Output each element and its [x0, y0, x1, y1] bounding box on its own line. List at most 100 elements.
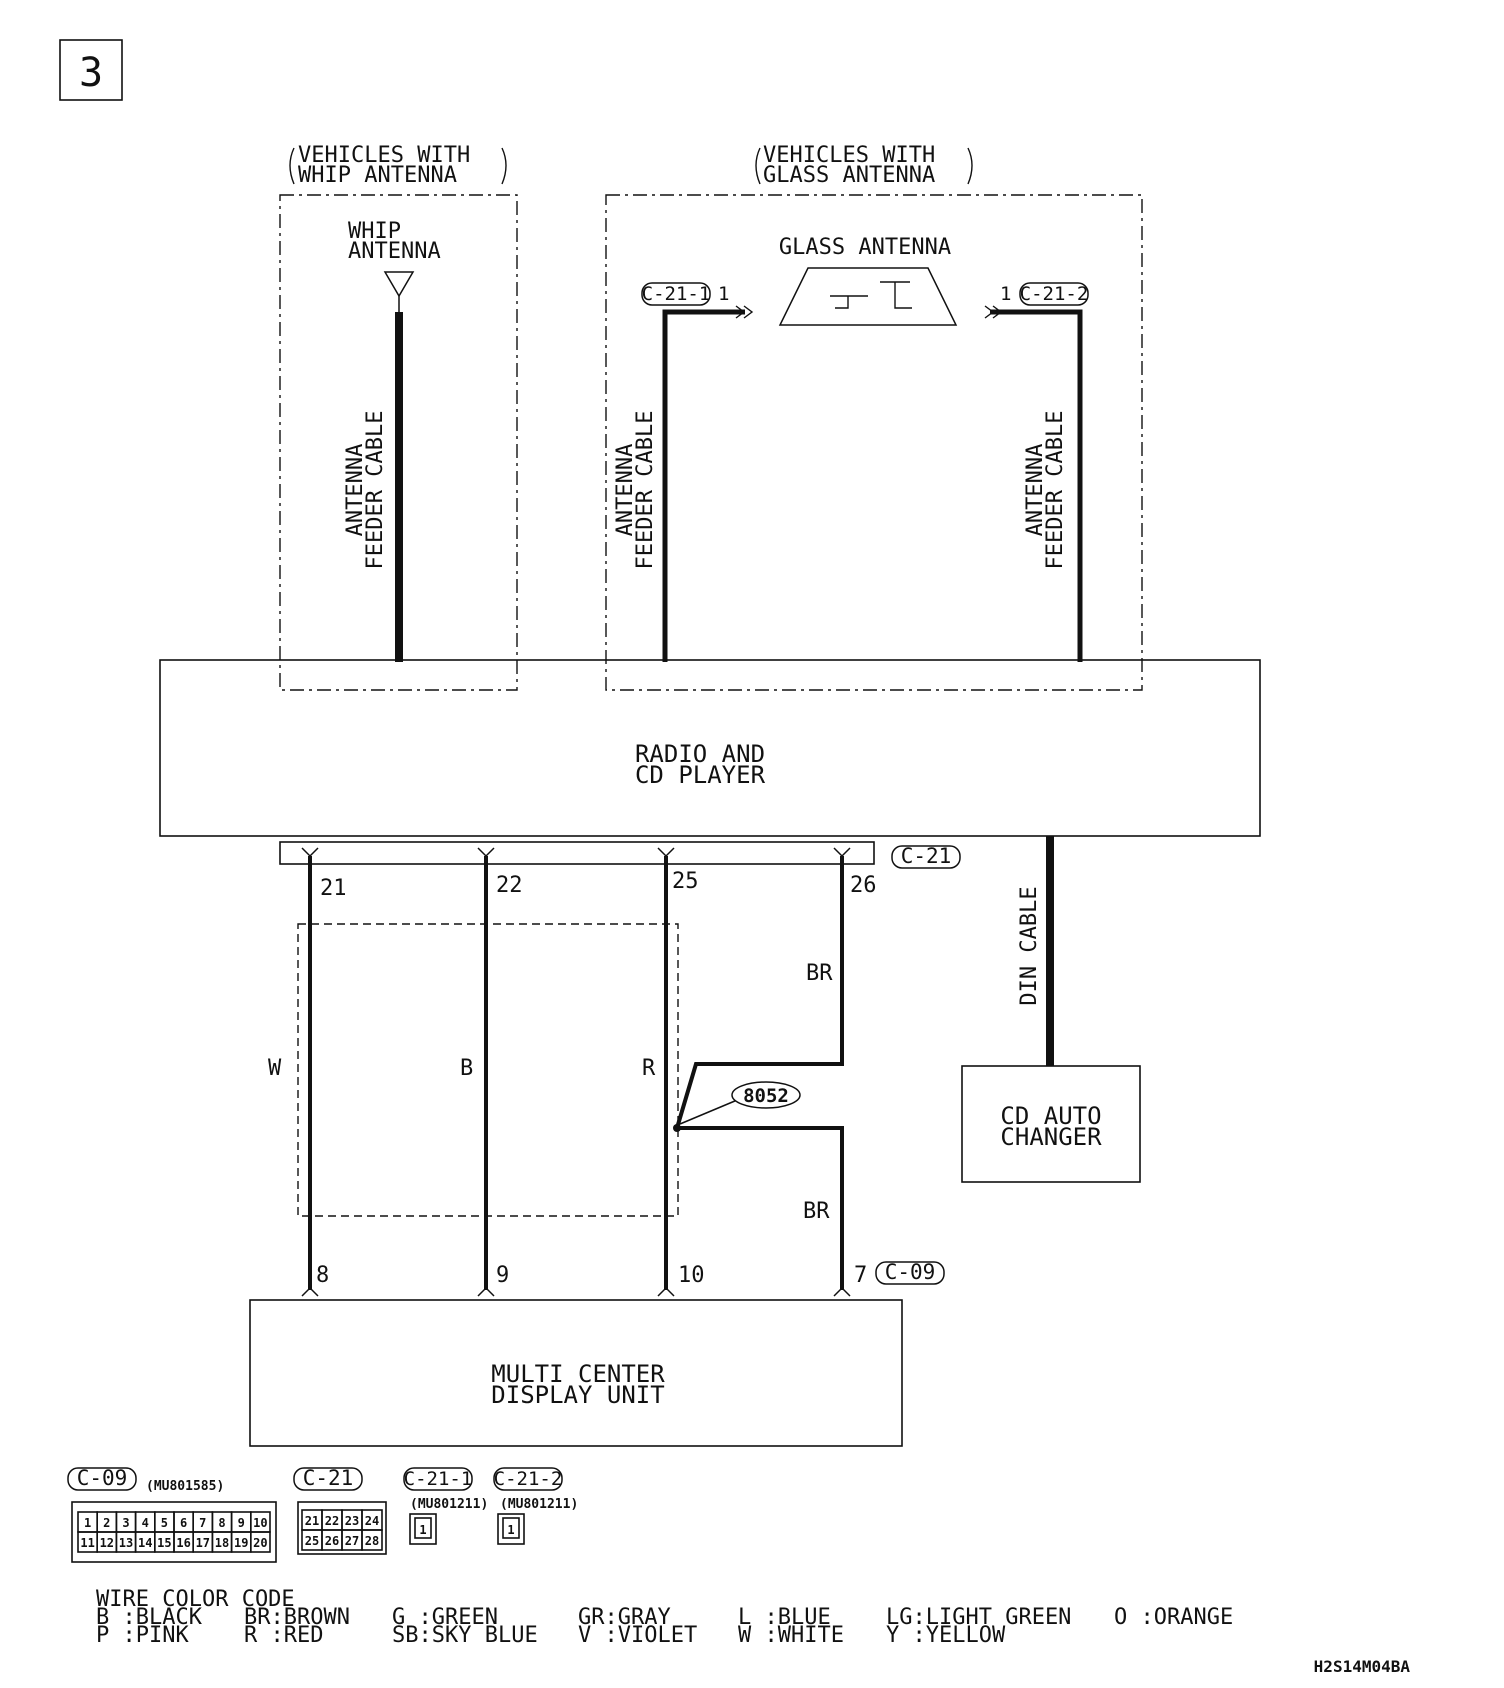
glass-feeder-cable-left-label: ANTENNA FEEDER CABLE [613, 411, 658, 570]
cd-auto-changer-box [961, 1065, 1141, 1183]
pin-bottom-9: 9 [496, 1263, 509, 1288]
c09-pin-label: 14 [138, 1536, 152, 1550]
drawing-code: H2S14M04BA [1314, 1657, 1411, 1676]
svg-text:GR:GRAY: GR:GRAY [578, 1605, 671, 1630]
whip-feeder-cable-label: ANTENNA FEEDER CABLE [343, 411, 388, 570]
c09-pin-label: 6 [180, 1516, 187, 1530]
c09-pin-label: 16 [176, 1536, 190, 1550]
wire-color-br-upper: BR [806, 961, 833, 986]
wire-br-lower [677, 1126, 844, 1290]
c21-1-connector-diagram: C-21-1 (MU801211) 1 [403, 1467, 488, 1545]
svg-text:R :RED: R :RED [244, 1623, 323, 1648]
wire-color-legend: WIRE COLOR CODE B :BLACK BR:BROWN G :GRE… [96, 1587, 1233, 1648]
mcdu-label-2: DISPLAY UNIT [491, 1381, 664, 1409]
c09-pin-label: 3 [122, 1516, 129, 1530]
wire-br-upper [675, 856, 844, 1129]
radio-label-1: RADIO AND [635, 740, 765, 768]
glass-option-box [605, 194, 1143, 691]
radio-label-2: CD PLAYER [635, 761, 766, 789]
svg-text:VEHICLES WITH: VEHICLES WITH [763, 143, 935, 168]
connector-c21-bar [279, 841, 875, 865]
connector-c21-tag: C-21 [891, 844, 961, 869]
c09-pin-label: 13 [119, 1536, 133, 1550]
pin-top-22: 22 [496, 873, 523, 898]
c09-pin-label: 10 [253, 1516, 267, 1530]
whip-antenna-icon [383, 271, 415, 312]
radio-cd-player-box [159, 659, 1261, 837]
glass-antenna-label: GLASS ANTENNA [779, 235, 951, 260]
wire-color-w: W [268, 1056, 282, 1081]
svg-text:W :WHITE: W :WHITE [738, 1623, 844, 1648]
whip-antenna-label-2: ANTENNA [348, 239, 441, 264]
svg-text:1: 1 [507, 1523, 514, 1537]
svg-text:C-21: C-21 [901, 844, 952, 868]
svg-text:FEEDER CABLE: FEEDER CABLE [1043, 411, 1068, 570]
cd-changer-label-2: CHANGER [1000, 1123, 1102, 1151]
svg-text:LG:LIGHT GREEN: LG:LIGHT GREEN [886, 1605, 1071, 1630]
multi-center-display-box [249, 1299, 903, 1447]
pin-bottom-7: 7 [854, 1263, 867, 1288]
svg-text:VEHICLES WITH: VEHICLES WITH [298, 143, 470, 168]
svg-text:GLASS ANTENNA: GLASS ANTENNA [763, 163, 935, 188]
c21-pin-cell [361, 1529, 383, 1551]
svg-text:1: 1 [419, 1523, 426, 1537]
pin-top-25: 25 [672, 869, 699, 894]
c21-pin-label: 24 [365, 1514, 379, 1528]
mcdu-label-1: MULTI CENTER [491, 1360, 665, 1388]
splice-8052-tag: 8052 [731, 1081, 801, 1109]
c21-pin-label: 22 [325, 1514, 339, 1528]
pin-bottom-8: 8 [316, 1263, 329, 1288]
svg-text:8052: 8052 [743, 1085, 789, 1107]
c09-pin-cell [250, 1531, 271, 1553]
c21-pin-label: 23 [345, 1514, 359, 1528]
c21-pin-label: 26 [325, 1534, 339, 1548]
whip-antenna-label-1: WHIP [348, 219, 401, 244]
c09-pin-label: 18 [215, 1536, 229, 1550]
svg-text:(MU801585): (MU801585) [146, 1479, 224, 1494]
c09-pin-label: 5 [161, 1516, 168, 1530]
svg-text:ANTENNA: ANTENNA [1023, 444, 1048, 537]
c21-2-connector-diagram: C-21-2 (MU801211) 1 [493, 1467, 578, 1545]
svg-text:P :PINK: P :PINK [96, 1623, 189, 1648]
cd-changer-label-1: CD AUTO [1000, 1102, 1101, 1130]
c09-pin-label: 4 [142, 1516, 149, 1530]
glass-feeder-cable-right-label: ANTENNA FEEDER CABLE [1023, 411, 1068, 570]
glass-feeder-cable-left [662, 309, 745, 662]
wire-color-br-lower: BR [803, 1199, 830, 1224]
c21-pin-label: 28 [365, 1534, 379, 1548]
c09-pin-label: 19 [234, 1536, 248, 1550]
svg-text:C-21-2: C-21-2 [1020, 283, 1089, 305]
c21-pin-label: 21 [305, 1514, 319, 1528]
svg-text:G :GREEN: G :GREEN [392, 1605, 498, 1630]
wire-color-b: B [460, 1056, 473, 1081]
legend-title: WIRE COLOR CODE [96, 1587, 295, 1612]
svg-text:C-21-1: C-21-1 [642, 283, 711, 305]
svg-text:V :VIOLET: V :VIOLET [578, 1623, 697, 1648]
svg-text:L :BLUE: L :BLUE [738, 1605, 831, 1630]
page-number: 3 [79, 50, 103, 96]
c09-pin-label: 15 [157, 1536, 171, 1550]
pin-top-26: 26 [850, 873, 877, 898]
svg-text:FEEDER CABLE: FEEDER CABLE [363, 411, 388, 570]
c09-pin-label: 7 [199, 1516, 206, 1530]
c09-pin-label: 1 [84, 1516, 91, 1530]
svg-text:C-21-1: C-21-1 [404, 1468, 473, 1490]
c09-pin-label: 17 [196, 1536, 210, 1550]
whip-option-box [279, 194, 518, 691]
svg-text:Y :YELLOW: Y :YELLOW [886, 1623, 1006, 1648]
glass-pin-left: 1 [718, 283, 729, 305]
connector-c09-tag: C-09 [875, 1260, 945, 1285]
svg-text:ANTENNA: ANTENNA [613, 444, 638, 537]
page-number-box [59, 39, 123, 101]
c09-pin-label: 2 [103, 1516, 110, 1530]
connector-c21-1-tag: C-21-1 [641, 282, 711, 306]
svg-text:BR:BROWN: BR:BROWN [244, 1605, 350, 1630]
c09-pin-label: 8 [218, 1516, 225, 1530]
c09-pin-label: 11 [80, 1536, 94, 1550]
glass-group-title: VEHICLES WITH GLASS ANTENNA [755, 143, 973, 188]
svg-text:WHIP ANTENNA: WHIP ANTENNA [298, 163, 457, 188]
svg-text:SB:SKY BLUE: SB:SKY BLUE [392, 1623, 538, 1648]
pin-top-21: 21 [320, 876, 347, 901]
